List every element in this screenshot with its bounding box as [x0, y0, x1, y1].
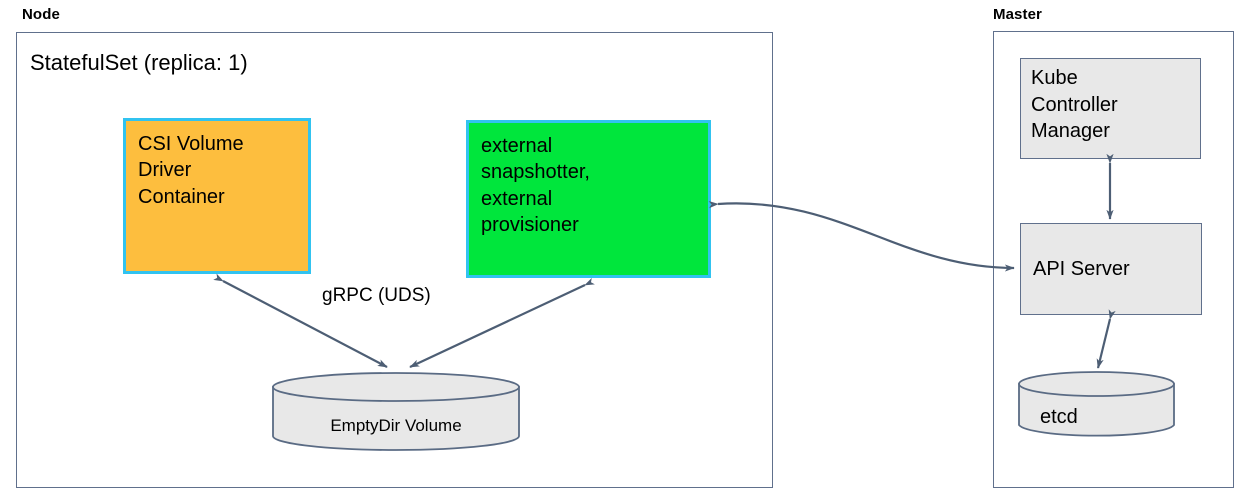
node-group-label: Node	[22, 6, 60, 23]
emptydir-volume-label: EmptyDir Volume	[330, 416, 462, 435]
cylinder-shape	[1018, 371, 1175, 437]
csi-volume-driver-container-node[interactable]: CSI Volume Driver Container	[123, 118, 311, 274]
kube-controller-manager-node[interactable]: Kube Controller Manager	[1020, 58, 1201, 159]
master-group-label: Master	[993, 6, 1042, 23]
api-server-node[interactable]: API Server	[1020, 223, 1202, 315]
etcd-cylinder[interactable]: etcd	[1018, 371, 1175, 438]
emptydir-volume-cylinder[interactable]: EmptyDir Volume	[272, 372, 520, 451]
cylinder-shape	[272, 372, 520, 451]
statefulset-title: StatefulSet (replica: 1)	[30, 50, 248, 75]
external-sidecars-node[interactable]: external snapshotter, external provision…	[466, 120, 711, 278]
etcd-label: etcd	[1040, 406, 1078, 428]
grpc-uds-edge-label: gRPC (UDS)	[322, 285, 431, 306]
